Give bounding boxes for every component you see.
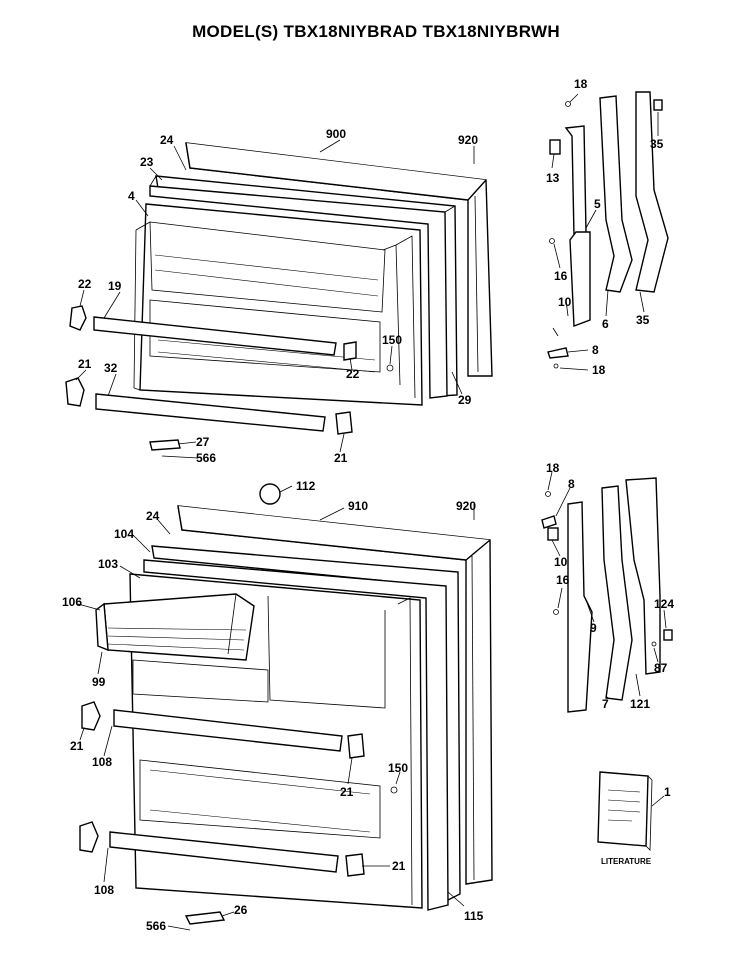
callout-920b: 920 xyxy=(456,499,476,513)
callout-99: 99 xyxy=(92,675,106,689)
callout-124: 124 xyxy=(654,597,674,611)
fresh-food-hinge-parts xyxy=(541,477,673,713)
callout-1: 1 xyxy=(664,785,671,799)
callout-16: 16 xyxy=(554,269,568,283)
callout-5: 5 xyxy=(594,197,601,211)
callout-21: 21 xyxy=(78,357,92,371)
callout-21c: 21 xyxy=(70,739,84,753)
callout-8: 8 xyxy=(592,343,599,357)
callout-10b: 10 xyxy=(554,555,568,569)
callout-35b: 35 xyxy=(636,313,650,327)
callout-566b: 566 xyxy=(146,919,166,933)
callout-4: 4 xyxy=(128,189,135,203)
literature-label: LITERATURE xyxy=(601,857,652,866)
callout-24: 24 xyxy=(160,133,174,147)
freezer-hinge-parts xyxy=(547,91,669,369)
callout-112: 112 xyxy=(296,479,316,493)
callout-7: 7 xyxy=(602,697,609,711)
callout-21b: 21 xyxy=(334,451,348,465)
callout-115: 115 xyxy=(464,909,484,923)
freezer-door-assembly xyxy=(65,142,493,451)
callout-108: 108 xyxy=(92,755,112,769)
callout-13: 13 xyxy=(546,171,560,185)
callout-566: 566 xyxy=(196,451,216,465)
callout-150: 150 xyxy=(382,333,402,347)
callout-910: 910 xyxy=(348,499,368,513)
callout-22: 22 xyxy=(78,277,92,291)
callout-900: 900 xyxy=(326,127,346,141)
callout-21e: 21 xyxy=(392,859,406,873)
callout-6: 6 xyxy=(602,317,609,331)
diagram-title: MODEL(S) TBX18NIYBRAD TBX18NIYBRWH xyxy=(192,22,560,41)
callout-103: 103 xyxy=(98,557,118,571)
callout-920: 920 xyxy=(458,133,478,147)
callout-21d: 21 xyxy=(340,785,354,799)
callout-26: 26 xyxy=(234,903,248,917)
callout-18c: 18 xyxy=(546,461,560,475)
callout-108b: 108 xyxy=(94,883,114,897)
callout-labels: 900 920 24 23 4 22 19 150 22 21 32 21 27… xyxy=(62,77,674,933)
callout-104: 104 xyxy=(114,527,134,541)
callout-87: 87 xyxy=(654,661,668,675)
literature-booklet xyxy=(597,771,653,851)
fresh-food-door-assembly xyxy=(79,483,493,925)
callout-8b: 8 xyxy=(568,477,575,491)
callout-150b: 150 xyxy=(388,761,408,775)
callout-9: 9 xyxy=(590,621,597,635)
callout-29: 29 xyxy=(458,393,472,407)
callout-22b: 22 xyxy=(346,367,360,381)
callout-106: 106 xyxy=(62,595,82,609)
callout-35: 35 xyxy=(650,137,664,151)
callout-121: 121 xyxy=(630,697,650,711)
callout-10: 10 xyxy=(558,295,572,309)
callout-19: 19 xyxy=(108,279,122,293)
callout-18: 18 xyxy=(574,77,588,91)
callout-16b: 16 xyxy=(556,573,570,587)
callout-23: 23 xyxy=(140,155,154,169)
callout-18b: 18 xyxy=(592,363,606,377)
leader-lines xyxy=(75,93,667,931)
callout-24b: 24 xyxy=(146,509,160,523)
callout-32: 32 xyxy=(104,361,118,375)
callout-27: 27 xyxy=(196,435,210,449)
